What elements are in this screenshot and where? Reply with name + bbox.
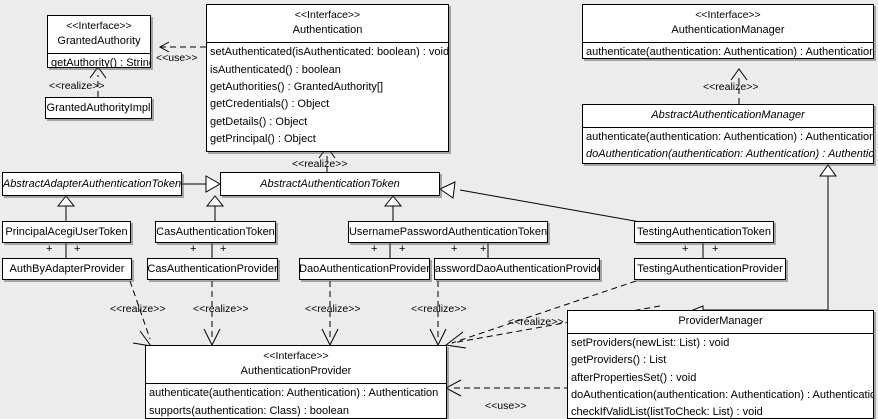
edge-label-realize-granted-impl: <<realize>> [49,80,105,92]
member-row: getDetails() : Object [210,115,308,128]
class-header: ProviderManager [568,311,873,333]
class-name: TestingAuthenticationProvider [637,263,783,275]
stereotype-label: <<Interface>> [66,20,132,32]
member-row: setAuthenticated(isAuthenticated: boolea… [210,46,449,59]
class-abstract-adapter-authentication-token[interactable]: AbstractAdapterAuthenticationToken [2,172,182,196]
class-name: PasswordDaoAuthenticationProvider [434,263,600,275]
class-granted-authority-impl[interactable]: GrantedAuthorityImpl [45,97,152,119]
member-row: getProviders() : List [571,354,667,367]
stereotype-label: <<Interface>> [695,9,761,21]
members-compartment: authenticate(authentication: Authenticat… [583,126,874,163]
class-testing-authentication-token[interactable]: TestingAuthenticationToken [634,221,774,243]
edge-label-realize-token-authentication: <<realize>> [292,158,348,170]
member-row: afterPropertiesSet() : void [571,371,697,384]
members-compartment: authenticate(authentication: Authenticat… [583,42,874,59]
association-marker-plus: + [682,243,689,255]
class-name: DaoAuthenticationProvider [299,263,430,275]
association-marker-plus: + [220,243,227,255]
class-authentication-manager[interactable]: <<Interface>> AuthenticationManager auth… [582,4,874,59]
class-abstract-authentication-manager[interactable]: AbstractAuthenticationManager authentica… [582,104,874,164]
association-marker-plus: + [451,243,458,255]
class-name: Authentication [292,24,363,37]
class-auth-by-adapter-provider[interactable]: AuthByAdapterProvider [2,258,132,280]
member-row: authenticate(authentication: Authenticat… [586,46,874,59]
class-username-password-authentication-token[interactable]: UsernamePasswordAuthenticationToken [348,221,548,243]
class-header: <<Interface>> Authentication [207,5,448,42]
class-authentication-provider[interactable]: <<Interface>> AuthenticationProvider aut… [145,345,447,419]
association-marker-plus: + [371,243,378,255]
member-row: doAuthentication(authentication: Authent… [586,148,874,161]
member-row: isAuthenticated() : boolean [210,63,341,76]
class-name: PrincipalAcegiUserToken [5,226,128,238]
edge-label-realize-cas: <<realize>> [193,303,249,315]
class-name: AuthByAdapterProvider [9,263,125,275]
class-name: AbstractAdapterAuthenticationToken [2,178,182,190]
edge-castoken-extends-abstracttoken [205,195,225,221]
class-header: <<Interface>> AuthenticationProvider [146,346,446,383]
class-password-dao-authentication-provider[interactable]: PasswordDaoAuthenticationProvider [434,258,600,280]
association-marker-plus: + [712,243,719,255]
edge-label-use-provider-manager: <<use>> [485,400,527,412]
class-name: GrantedAuthorityImpl [46,102,151,114]
class-header: AbstractAuthenticationManager [583,105,873,127]
member-row: authenticate(authentication: Authenticat… [586,130,874,143]
edge-label-realize-manager: <<realize>> [703,81,759,93]
edge-label-realize-testing: <<realize>> [508,316,564,328]
class-name: AuthenticationManager [671,24,785,37]
member-row: doAuthentication(authentication: Authent… [571,389,874,402]
edge-principalacegiusertoken-extends-abstractadaptertoken [56,195,76,221]
association-marker-plus: + [399,243,406,255]
edge-abstractadaptertoken-extends-abstracttoken [182,175,222,193]
class-dao-authentication-provider[interactable]: DaoAuthenticationProvider [299,258,430,280]
class-granted-authority[interactable]: <<Interface>> GrantedAuthority getAuthor… [47,15,151,68]
association-marker-plus: + [190,243,197,255]
member-row: setProviders(newList: List) : void [571,336,730,349]
class-cas-authentication-provider[interactable]: CasAuthenticationProvider [147,258,278,280]
edge-label-realize-dao: <<realize>> [305,303,361,315]
class-testing-authentication-provider[interactable]: TestingAuthenticationProvider [634,258,786,280]
class-name: CasAuthenticationToken [156,226,275,238]
members-compartment: authenticate(authentication: Authenticat… [146,383,446,418]
stereotype-label: <<Interface>> [263,350,329,362]
member-row: supports(authentication: Class) : boolea… [149,404,349,417]
association-marker-plus: + [74,243,81,255]
member-row: checkIfValidList(listToCheck: List) : vo… [571,406,763,419]
class-header: <<Interface>> AuthenticationManager [583,5,873,42]
member-row: getAuthorities() : GrantedAuthority[] [210,80,384,93]
member-row: authenticate(authentication: Authenticat… [149,387,439,400]
class-name: AbstractAuthenticationManager [651,109,805,121]
association-marker-plus: + [480,243,487,255]
stereotype-label: <<Interface>> [294,9,361,21]
edge-label-use-authentication-granted: <<use>> [156,52,198,64]
class-abstract-authentication-token[interactable]: AbstractAuthenticationToken [220,172,440,196]
edge-usernamepasswordtoken-extends-abstracttoken [383,195,403,221]
edge-label-realize-password-dao: <<realize>> [411,303,467,315]
class-cas-authentication-token[interactable]: CasAuthenticationToken [155,221,276,243]
class-header: <<Interface>> GrantedAuthority [48,16,150,53]
members-compartment: setProviders(newList: List) : void getPr… [568,332,874,419]
class-authentication[interactable]: <<Interface>> Authentication setAuthenti… [206,4,449,152]
members-compartment: setAuthenticated(isAuthenticated: boolea… [207,42,448,149]
class-name: GrantedAuthority [57,35,141,48]
class-name: TestingAuthenticationToken [637,226,771,238]
class-name: UsernamePasswordAuthenticationToken [348,226,548,238]
edge-label-realize-auth-by-adapter: <<realize>> [110,303,166,315]
class-name: ProviderManager [678,315,763,327]
class-name: CasAuthenticationProvider [147,263,278,275]
member-row: getPrincipal() : Object [210,133,316,146]
member-row: getAuthority() : String [51,57,151,68]
class-provider-manager[interactable]: ProviderManager setProviders(newList: Li… [567,310,874,419]
member-row: getCredentials() : Object [210,98,330,111]
class-name: AuthenticationProvider [240,365,352,378]
edge-testingtoken-extends-abstracttoken [438,181,641,223]
class-principal-acegi-user-token[interactable]: PrincipalAcegiUserToken [2,221,131,243]
association-marker-plus: + [46,243,53,255]
class-name: AbstractAuthenticationToken [260,178,400,190]
members-compartment: getAuthority() : String [48,53,151,68]
